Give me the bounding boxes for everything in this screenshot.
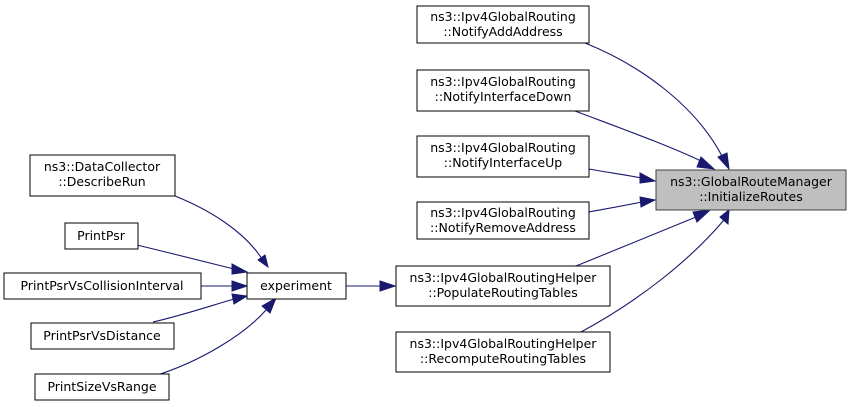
edges — [136, 42, 725, 377]
edge-print-size-to-experiment — [153, 309, 267, 377]
arrowhead-print-psr — [231, 263, 249, 275]
node-notify-remove-address-line1: ns3::Ipv4GlobalRouting — [430, 205, 576, 220]
node-print-size-vs-range-label: PrintSizeVsRange — [47, 379, 156, 394]
node-recompute-routing-tables-line2: ::RecomputeRoutingTables — [420, 351, 586, 366]
arrowhead-recompute — [719, 208, 730, 226]
node-experiment-label: experiment — [260, 278, 332, 293]
node-describe-run-line1: ns3::DataCollector — [44, 159, 161, 174]
edge-notify-up-to-initialize — [588, 168, 643, 179]
node-notify-interface-down-line1: ns3::Ipv4GlobalRouting — [430, 74, 576, 89]
node-print-psr-vs-collision-interval[interactable]: PrintPsrVsCollisionInterval — [3, 272, 202, 300]
node-describe-run-line2: ::DescribeRun — [58, 174, 145, 189]
arrowhead-print-collision — [231, 280, 249, 292]
node-notify-interface-up-line1: ns3::Ipv4GlobalRouting — [430, 140, 576, 155]
arrowhead-notify-down — [696, 156, 716, 170]
edge-print-distance-to-experiment — [152, 298, 235, 323]
arrowhead-populate — [379, 280, 397, 292]
arrowhead-describe-run — [257, 254, 269, 269]
edge-notify-down-to-initialize — [574, 110, 704, 163]
node-print-psr-vs-distance[interactable]: PrintPsrVsDistance — [30, 322, 175, 350]
node-populate-routing-tables-line2: ::PopulateRoutingTables — [428, 285, 578, 300]
arrowhead-notify-up — [639, 172, 657, 184]
node-notify-interface-down[interactable]: ns3::Ipv4GlobalRouting ::NotifyInterface… — [416, 69, 590, 112]
arrowhead-notify-remove — [639, 196, 657, 208]
edge-notify-remove-to-initialize — [588, 201, 643, 213]
edge-populate-to-initialize — [575, 216, 697, 267]
node-notify-remove-address-line2: ::NotifyRemoveAddress — [430, 220, 576, 235]
node-recompute-routing-tables[interactable]: ns3::Ipv4GlobalRoutingHelper ::Recompute… — [395, 331, 611, 373]
node-populate-routing-tables[interactable]: ns3::Ipv4GlobalRoutingHelper ::PopulateR… — [395, 265, 611, 307]
node-print-psr-vs-distance-label: PrintPsrVsDistance — [43, 328, 161, 343]
arrowheads — [231, 152, 730, 314]
node-notify-interface-down-line2: ::NotifyInterfaceDown — [435, 89, 572, 104]
node-notify-interface-up-line2: ::NotifyInterfaceUp — [444, 155, 562, 170]
node-initialize-routes-line2: ::InitializeRoutes — [699, 189, 803, 204]
edge-recompute-to-initialize — [580, 219, 725, 333]
node-recompute-routing-tables-line1: ns3::Ipv4GlobalRoutingHelper — [410, 336, 598, 351]
node-notify-interface-up[interactable]: ns3::Ipv4GlobalRouting ::NotifyInterface… — [416, 135, 590, 178]
edge-print-psr-to-experiment — [136, 244, 235, 270]
node-notify-add-address-line1: ns3::Ipv4GlobalRouting — [430, 9, 576, 24]
node-notify-remove-address[interactable]: ns3::Ipv4GlobalRouting ::NotifyRemoveAdd… — [416, 201, 590, 240]
node-print-psr-label: PrintPsr — [77, 228, 126, 243]
node-print-size-vs-range[interactable]: PrintSizeVsRange — [34, 373, 170, 401]
arrowhead-populate-initialize — [692, 209, 712, 223]
arrowhead-print-distance — [231, 293, 249, 305]
node-print-psr-vs-collision-interval-label: PrintPsrVsCollisionInterval — [20, 278, 183, 293]
node-initialize-routes-line1: ns3::GlobalRouteManager — [670, 174, 833, 189]
arrowhead-print-size — [261, 296, 277, 314]
edge-describe-run-to-experiment — [174, 195, 263, 260]
node-notify-add-address[interactable]: ns3::Ipv4GlobalRouting ::NotifyAddAddres… — [416, 5, 590, 44]
node-notify-add-address-line2: ::NotifyAddAddress — [443, 24, 562, 39]
arrowhead-notify-add — [717, 152, 730, 171]
node-initialize-routes[interactable]: ns3::GlobalRouteManager ::InitializeRout… — [655, 169, 847, 211]
node-print-psr[interactable]: PrintPsr — [64, 222, 139, 250]
node-describe-run[interactable]: ns3::DataCollector ::DescribeRun — [29, 154, 176, 197]
node-populate-routing-tables-line1: ns3::Ipv4GlobalRoutingHelper — [410, 270, 598, 285]
edge-notify-add-to-initialize — [584, 42, 723, 157]
node-experiment[interactable]: experiment — [246, 272, 347, 300]
